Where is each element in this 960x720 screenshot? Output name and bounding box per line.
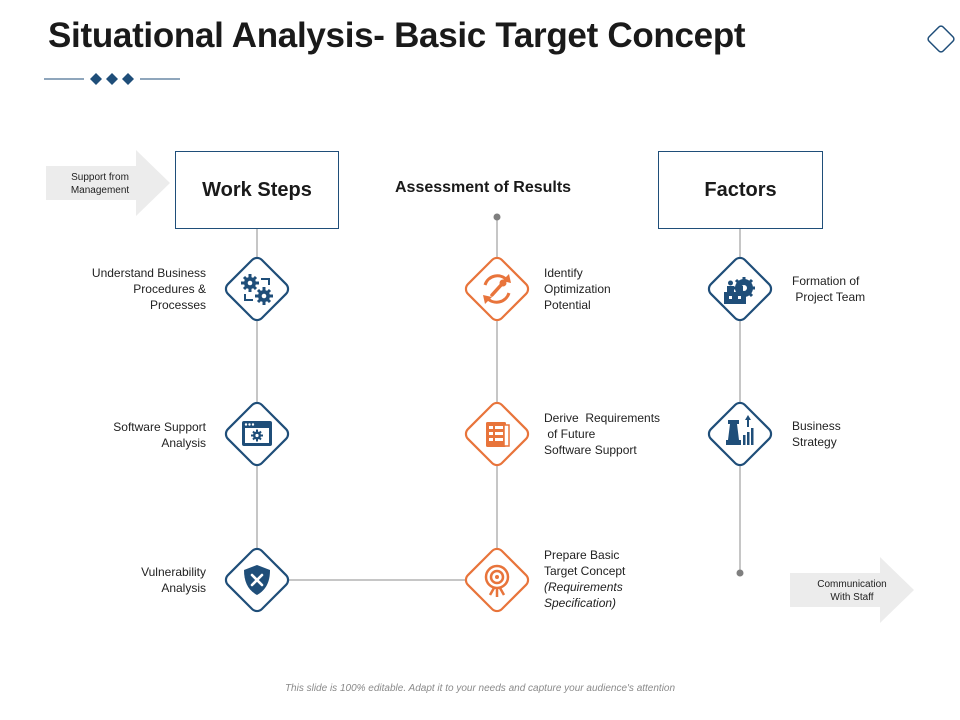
page-title: Situational Analysis- Basic Target Conce…: [48, 16, 746, 55]
wrench-cycle-icon: [464, 256, 530, 322]
work-steps-box: Work Steps: [175, 151, 339, 229]
communication-arrow-shape: [790, 557, 914, 623]
support-arrow-shape: [46, 150, 170, 216]
corner-diamond-icon: [927, 25, 955, 53]
browser-gear-icon: [224, 401, 290, 467]
chess-chart-icon: [707, 401, 773, 467]
footer-note: This slide is 100% editable. Adapt it to…: [284, 683, 676, 694]
assessment-3-label: Prepare Basic Target Concept (Requiremen…: [544, 548, 626, 610]
checklist-icon: [464, 401, 530, 467]
assessment-heading: Assessment of Results: [395, 179, 572, 196]
gears-cycle-icon: [224, 256, 290, 322]
target-icon: [464, 547, 530, 613]
factors-box: Factors: [658, 151, 823, 229]
team-puzzle-icon: [707, 256, 773, 322]
factor-1-label: Formation of Project Team: [792, 274, 866, 304]
title-divider-decoration: [44, 73, 180, 85]
shield-x-icon: [224, 547, 290, 613]
